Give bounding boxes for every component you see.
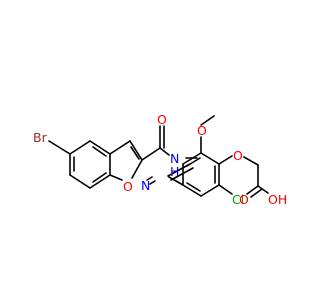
- atom-n1: N: [170, 151, 179, 166]
- bond: [246, 185, 259, 195]
- bond: [149, 180, 156, 185]
- atom-cl: Cl: [232, 192, 244, 207]
- bond: [186, 157, 201, 167]
- bond: [186, 182, 201, 192]
- bond: [182, 184, 202, 197]
- atom-oh: OH: [268, 192, 287, 207]
- atom-o-carbonyl: O: [239, 192, 249, 207]
- atom-layer: Br O O N H N O O Cl O OH: [33, 112, 287, 207]
- bond: [218, 155, 233, 165]
- atom-o-amide: O: [157, 112, 167, 127]
- bond: [69, 140, 91, 155]
- bond-layer: [48, 115, 269, 198]
- bond: [141, 147, 161, 161]
- atom-h-nh: H: [170, 164, 179, 179]
- bond: [159, 147, 170, 156]
- bond: [200, 115, 215, 126]
- bond: [92, 146, 107, 157]
- bond: [89, 140, 111, 155]
- bond: [48, 140, 71, 155]
- bond: [109, 140, 131, 155]
- bond: [168, 176, 184, 186]
- bond: [200, 184, 220, 197]
- atom-br: Br: [33, 130, 48, 145]
- bond: [170, 167, 194, 181]
- molecule-structure: Br O O N H N O O Cl O OH: [33, 112, 287, 207]
- bond: [131, 159, 143, 179]
- bond: [92, 172, 107, 183]
- bond: [129, 140, 143, 161]
- atom-n2: N: [141, 178, 150, 193]
- bond: [243, 156, 259, 166]
- bond: [182, 152, 202, 165]
- bond: [89, 174, 111, 189]
- atom-o-furan: O: [123, 179, 133, 194]
- bond: [200, 152, 220, 165]
- bond: [250, 188, 263, 198]
- bond: [257, 185, 269, 194]
- atom-o-methoxy: O: [197, 123, 207, 138]
- bond: [69, 174, 91, 189]
- bond: [146, 176, 153, 181]
- bond: [130, 146, 140, 160]
- atom-o-ether: O: [233, 148, 243, 163]
- bond: [218, 184, 233, 195]
- bond: [109, 174, 123, 181]
